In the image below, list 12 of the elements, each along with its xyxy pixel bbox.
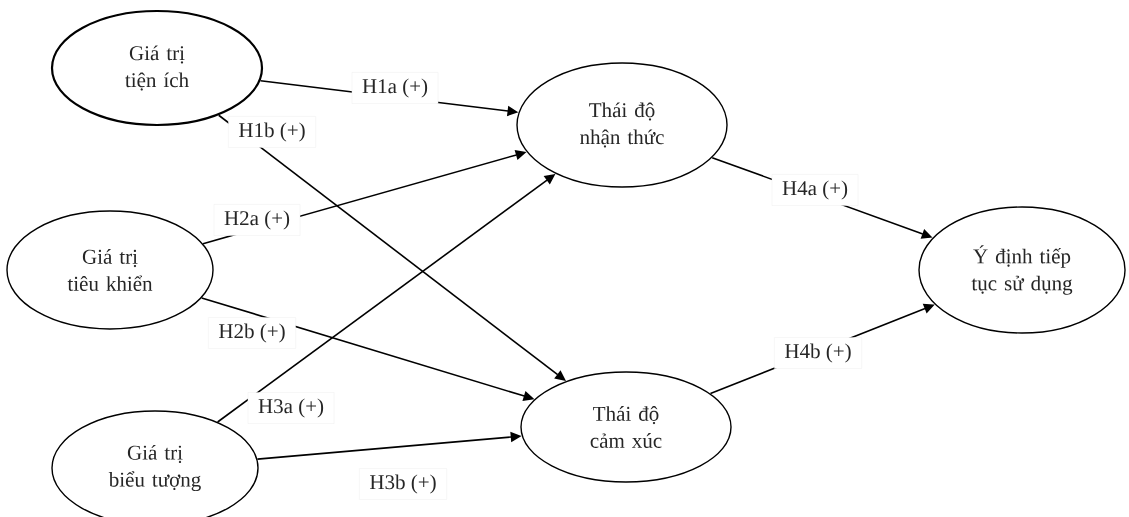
edge-label: H1a (+) [351,72,439,104]
edge-label: H4a (+) [771,174,859,206]
ellipse-node: Thái độ cảm xúc [520,371,732,483]
ellipse-node: Giá trị tiêu khiển [6,210,214,330]
edge-label: H2b (+) [208,317,296,349]
edge-label: H3a (+) [247,392,335,424]
edge-label: H2a (+) [213,204,301,236]
edge-label: H1b (+) [228,116,316,148]
ellipse-node: Ý định tiếp tục sử dụng [918,206,1126,334]
edge-label: H3b (+) [359,468,447,500]
ellipse-node: Thái độ nhận thức [516,62,728,188]
edge-label: H4b (+) [774,337,862,369]
